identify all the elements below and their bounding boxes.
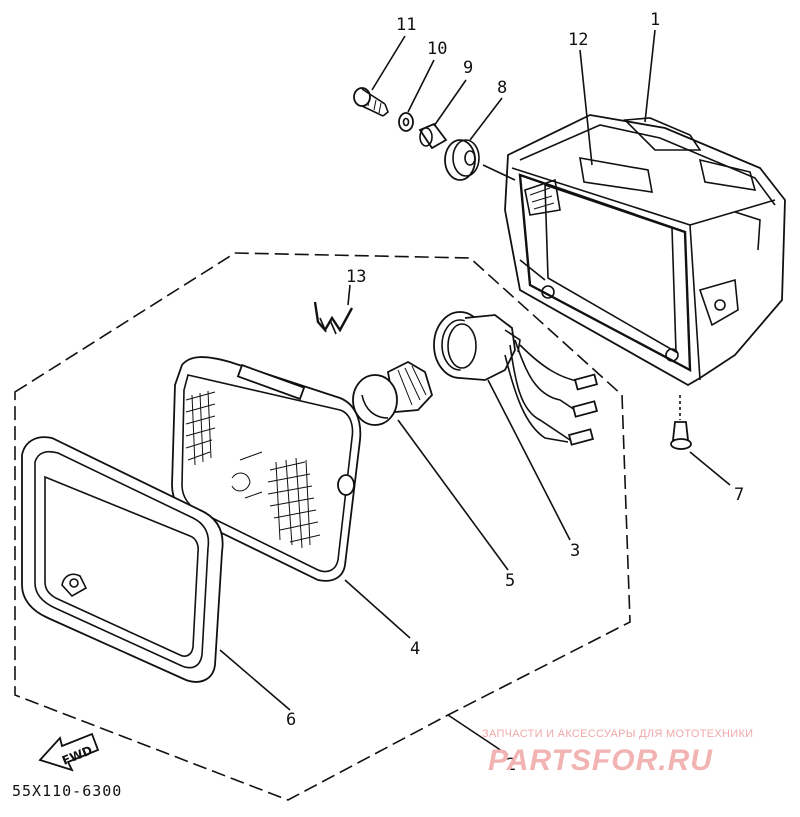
callout-labels: 11 10 9 8 12 1 13 7 3 5 4 6 2 bbox=[286, 10, 744, 775]
spring-clip-13 bbox=[313, 301, 354, 335]
watermark-tagline: ЗАПЧАСТИ И АКСЕССУАРЫ ДЛЯ МОТОТЕХНИКИ bbox=[482, 728, 753, 740]
callout-9: 9 bbox=[463, 58, 473, 78]
leader-lines bbox=[219, 29, 731, 756]
forward-arrow: FWD bbox=[38, 732, 100, 772]
headlight-rim-6 bbox=[21, 436, 224, 683]
bulb-socket-3 bbox=[433, 311, 599, 446]
callout-10: 10 bbox=[427, 39, 447, 59]
grommet-8 bbox=[444, 139, 516, 181]
callout-3: 3 bbox=[570, 541, 580, 561]
assembly-boundary bbox=[14, 252, 631, 801]
callout-12: 12 bbox=[568, 30, 588, 50]
bulb-5 bbox=[352, 360, 434, 426]
watermark: ЗАПЧАСТИ И АКСЕССУАРЫ ДЛЯ МОТОТЕХНИКИ PA… bbox=[482, 728, 753, 777]
callout-13: 13 bbox=[346, 267, 366, 287]
callout-4: 4 bbox=[410, 639, 420, 659]
diagram-code: 55X110-6300 bbox=[12, 782, 122, 800]
callout-2: 2 bbox=[506, 755, 516, 775]
screw-7 bbox=[670, 395, 692, 450]
callout-8: 8 bbox=[497, 78, 507, 98]
callout-6: 6 bbox=[286, 710, 296, 730]
sealed-beam-unit-4 bbox=[171, 356, 362, 582]
callout-1: 1 bbox=[650, 10, 660, 30]
washer-10 bbox=[398, 112, 414, 132]
callout-5: 5 bbox=[505, 571, 515, 591]
screw-11 bbox=[353, 87, 389, 117]
callout-7: 7 bbox=[734, 485, 744, 505]
collar-9 bbox=[418, 122, 448, 150]
watermark-brand: PARTSFOR.RU bbox=[488, 744, 713, 777]
headlight-housing bbox=[504, 114, 786, 387]
callout-11: 11 bbox=[396, 15, 416, 35]
